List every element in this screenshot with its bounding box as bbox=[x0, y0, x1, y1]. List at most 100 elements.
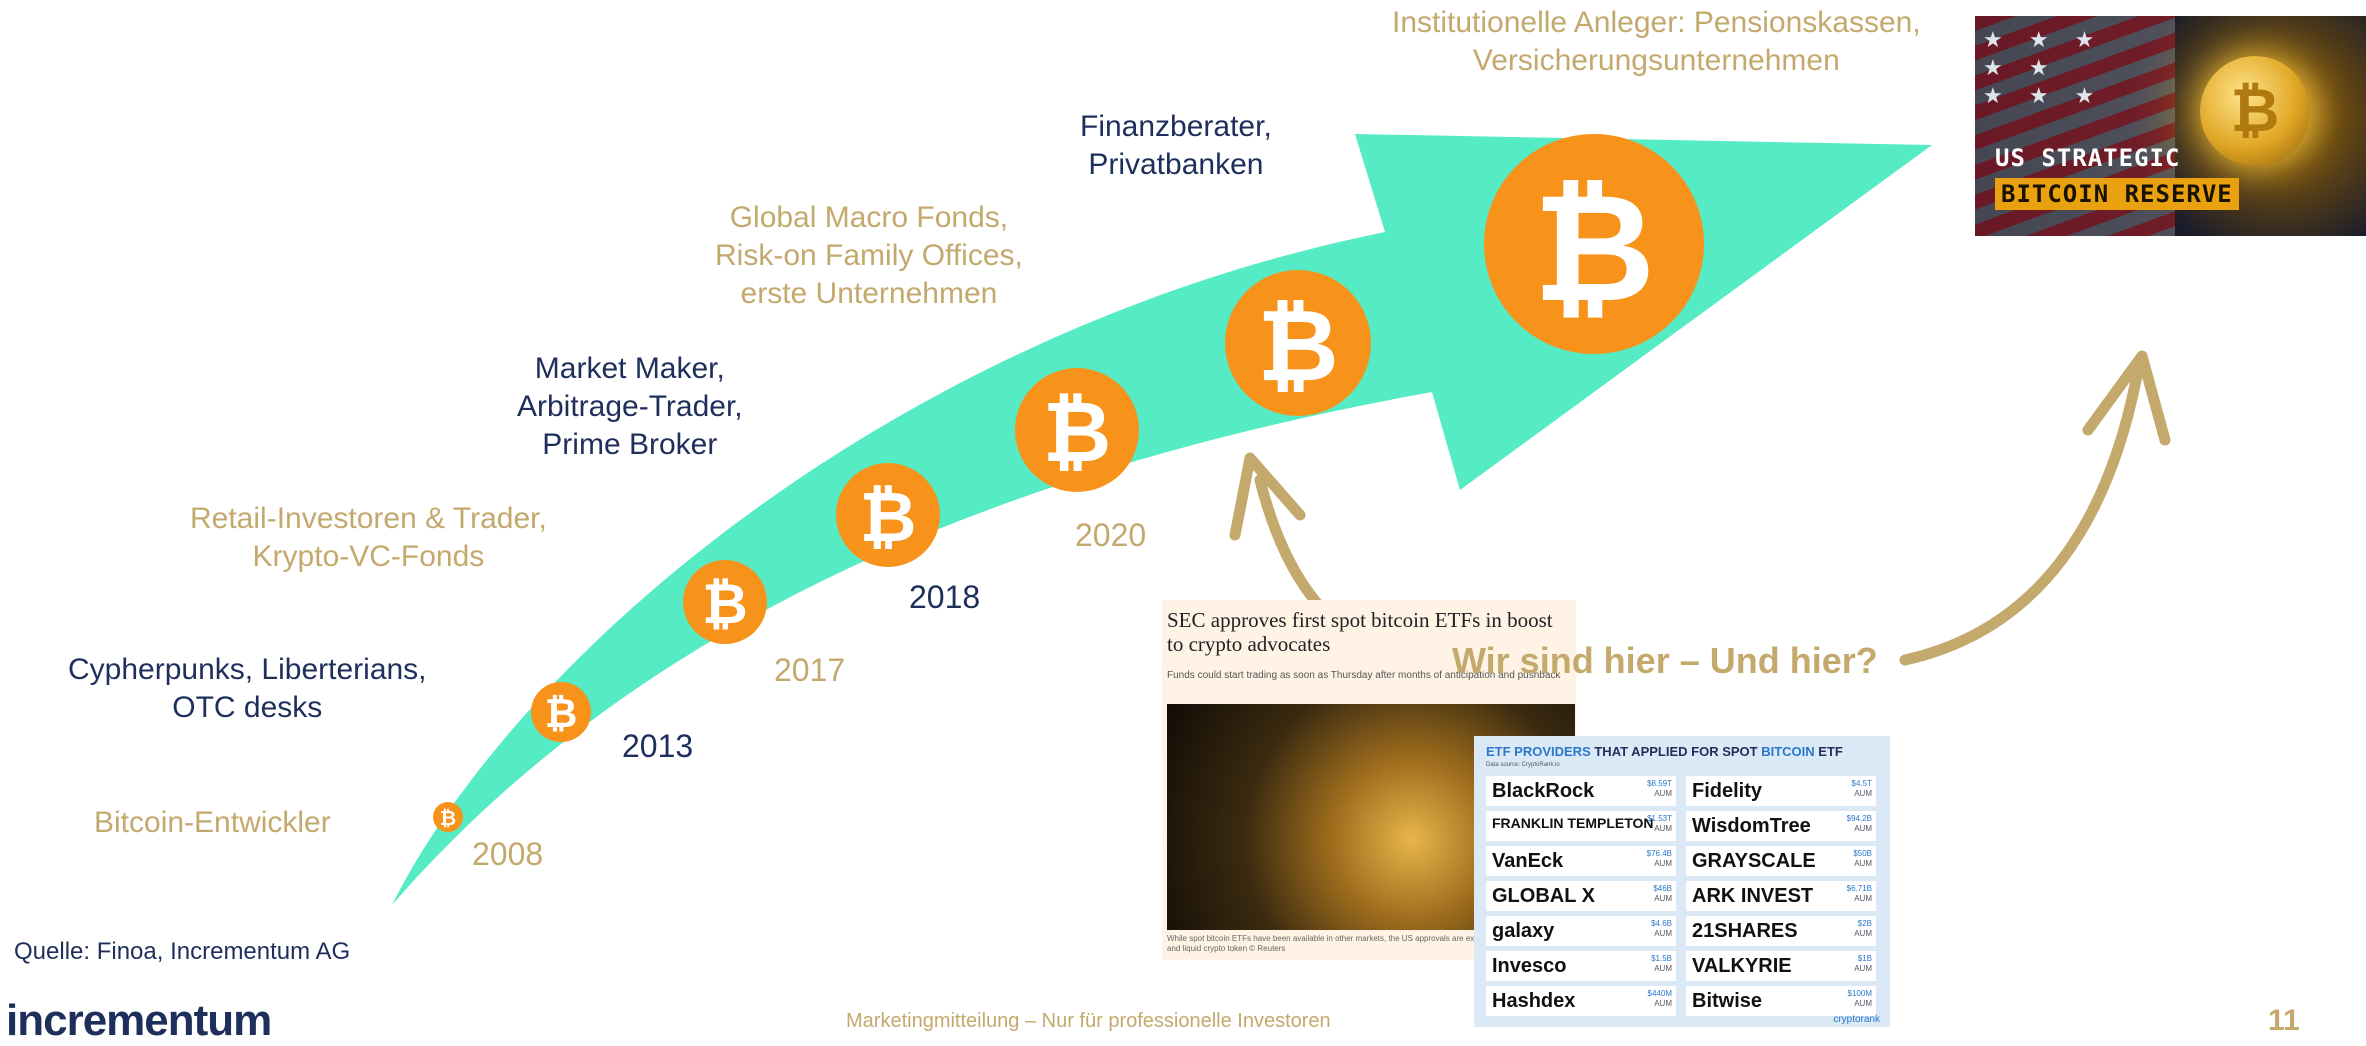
year-label: 2018 bbox=[909, 579, 981, 615]
right-arrowhead bbox=[2082, 350, 2171, 446]
right-curved-arrow bbox=[1899, 364, 2144, 666]
etf-title-pre: ETF PROVIDERS bbox=[1486, 744, 1591, 759]
aum-unit: AUM bbox=[1654, 999, 1672, 1008]
etf-provider-name: galaxy bbox=[1492, 920, 1555, 942]
etf-provider-name: Invesco bbox=[1492, 955, 1567, 977]
aum-unit: AUM bbox=[1854, 894, 1872, 903]
etf-provider-name: VanEck bbox=[1492, 850, 1564, 872]
stage-label: Cypherpunks, Liberterians,OTC desks bbox=[68, 651, 427, 727]
reserve-line-1: US STRATEGIC bbox=[1995, 144, 2181, 172]
etf-provider-name: GRAYSCALE bbox=[1692, 850, 1816, 872]
stage-label-line: Finanzberater, bbox=[1080, 110, 1272, 143]
stage-label-line: Cypherpunks, Liberterians, bbox=[68, 653, 427, 686]
here-callout: Wir sind hier – Und hier? bbox=[1452, 640, 1878, 681]
svg-text:₿: ₿ bbox=[1257, 287, 1339, 404]
etf-provider-name: GLOBAL X bbox=[1492, 885, 1595, 907]
etf-data-source: Data source: CryptoRank.io bbox=[1486, 762, 1560, 768]
aum-unit: AUM bbox=[1654, 824, 1672, 833]
stage-label-line: Krypto-VC-Fonds bbox=[252, 540, 485, 573]
disclaimer: Marketingmitteilung – Nur für profession… bbox=[846, 1010, 1331, 1032]
aum-unit: AUM bbox=[1654, 789, 1672, 798]
etf-provider-name: VALKYRIE bbox=[1692, 955, 1792, 977]
bitcoin-icon: ₿ bbox=[433, 802, 463, 832]
aum-unit: AUM bbox=[1854, 929, 1872, 938]
news-headline: SEC approves first spot bitcoin ETFs in … bbox=[1167, 608, 1553, 656]
stage-label: Retail-Investoren & Trader, Krypto-VC-Fon… bbox=[190, 500, 547, 576]
bitcoin-icon: ₿ bbox=[683, 560, 767, 644]
year-label: 2017 bbox=[774, 652, 846, 688]
aum-unit: AUM bbox=[1654, 929, 1672, 938]
reserve-line-2: BITCOIN RESERVE bbox=[1995, 178, 2239, 210]
svg-text:₿: ₿ bbox=[1533, 162, 1655, 336]
news-subline: Funds could start trading as soon as Thu… bbox=[1167, 670, 1561, 681]
aum-unit: AUM bbox=[1854, 999, 1872, 1008]
stage-label-line: Institutionelle Anleger: Pensionskassen, bbox=[1392, 6, 1921, 39]
us-bitcoin-reserve-image: ★ ★ ★★ ★★ ★ ★ ₿ US STRATEGIC BITCOIN RES… bbox=[1975, 16, 2366, 236]
etf-provider-name: FRANKLIN TEMPLETON bbox=[1492, 815, 1654, 831]
etf-provider-name: 21SHARES bbox=[1692, 920, 1798, 942]
bitcoin-icon: ₿ bbox=[1484, 134, 1704, 354]
etf-footer: cryptorank bbox=[1833, 1014, 1880, 1025]
aum-unit: AUM bbox=[1854, 859, 1872, 868]
bitcoin-coin-icon: ₿ bbox=[2200, 56, 2310, 166]
aum-unit: AUM bbox=[1654, 859, 1672, 868]
etf-title: ETF PROVIDERS THAT APPLIED FOR SPOT BITC… bbox=[1486, 744, 1843, 759]
bitcoin-icon: ₿ bbox=[836, 463, 940, 567]
stage-label: Bitcoin-Entwickler bbox=[94, 806, 331, 839]
etf-provider-name: ARK INVEST bbox=[1692, 885, 1814, 907]
bitcoin-icon: ₿ bbox=[531, 682, 591, 742]
year-label: 2008 bbox=[472, 836, 544, 872]
svg-text:₿: ₿ bbox=[545, 691, 578, 737]
svg-text:₿: ₿ bbox=[1043, 383, 1111, 481]
svg-text:₿: ₿ bbox=[702, 572, 748, 637]
aum-unit: AUM bbox=[1654, 894, 1672, 903]
etf-provider-name: Fidelity bbox=[1692, 780, 1763, 802]
year-label: 2020 bbox=[1075, 517, 1147, 553]
svg-text:₿: ₿ bbox=[859, 476, 916, 558]
stage-label-line: Privatbanken bbox=[1088, 148, 1264, 181]
stage-label-line: Retail-Investoren & Trader, bbox=[190, 502, 547, 535]
aum-unit: AUM bbox=[1654, 964, 1672, 973]
etf-providers-image: ETF PROVIDERS THAT APPLIED FOR SPOT BITC… bbox=[1474, 736, 1890, 1027]
etf-title-hl: BITCOIN bbox=[1761, 744, 1815, 759]
etf-provider-name: WisdomTree bbox=[1692, 815, 1811, 837]
etf-provider-name: BlackRock bbox=[1492, 780, 1595, 802]
news-caption: While spot bitcoin ETFs have been availa… bbox=[1167, 934, 1569, 953]
star-icons: ★ ★ ★★ ★★ ★ ★ bbox=[1983, 27, 2105, 108]
stage-label: Global Macro Fonds,Risk-on Family Office… bbox=[715, 199, 1023, 313]
etf-provider-name: Hashdex bbox=[1492, 990, 1576, 1012]
stage-label-line: Arbitrage-Trader, bbox=[517, 390, 743, 423]
svg-text:₿: ₿ bbox=[440, 806, 456, 830]
stage-label: Finanzberater, Privatbanken bbox=[1080, 108, 1272, 184]
page-number: 11 bbox=[2268, 1004, 2300, 1037]
bitcoin-icon: ₿ bbox=[1015, 368, 1139, 492]
aum-unit: AUM bbox=[1854, 824, 1872, 833]
stage-label-line: erste Unternehmen bbox=[740, 277, 998, 310]
source-note: Quelle: Finoa, Incrementum AG bbox=[14, 938, 351, 965]
stage-label-line: Risk-on Family Offices, bbox=[715, 239, 1023, 272]
incrementum-logo: incrementum bbox=[6, 996, 272, 1045]
